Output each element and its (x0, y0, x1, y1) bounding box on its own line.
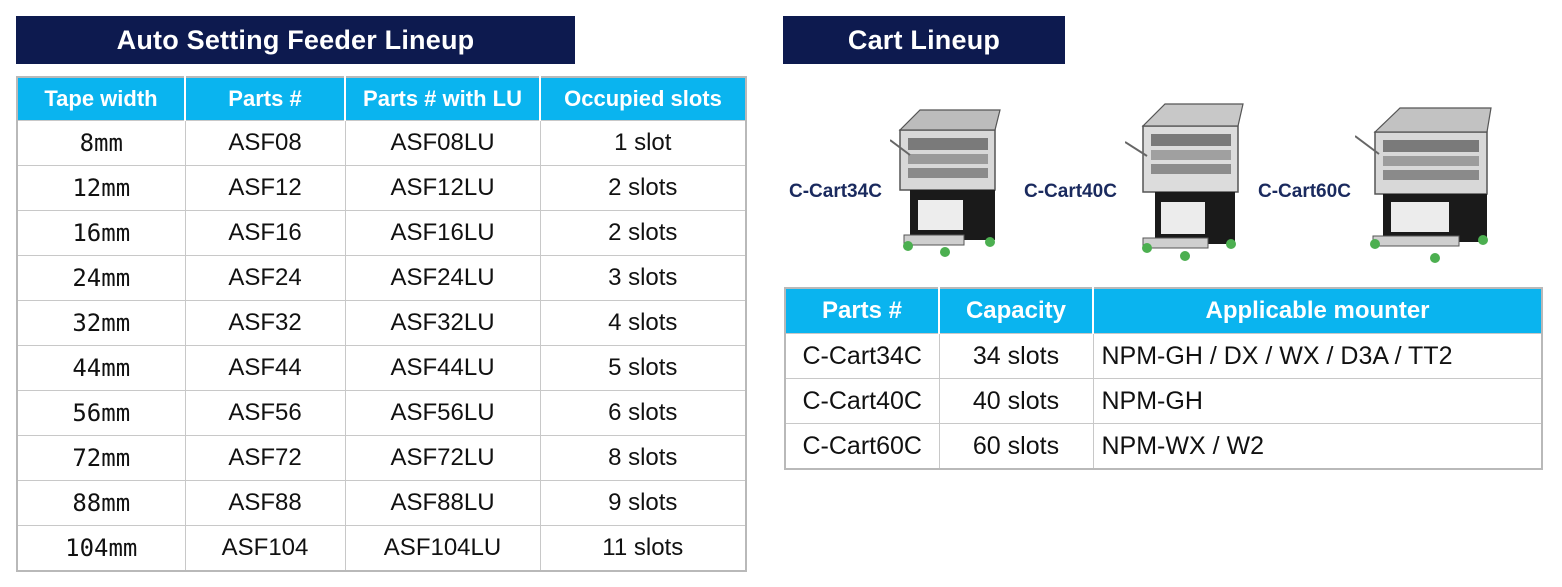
parts-lu-cell: ASF88LU (344, 480, 541, 526)
table-row: 32mm ASF32 ASF32LU 4 slots (16, 300, 747, 346)
header-applicable-mounter: Applicable mounter (1093, 288, 1542, 334)
table-row: 56mm ASF56 ASF56LU 6 slots (16, 390, 747, 436)
capacity-cell: 40 slots (938, 378, 1094, 424)
parts-lu-cell: ASF16LU (344, 210, 541, 256)
cart-60c-label: C-Cart60C (1258, 181, 1351, 202)
tape-width-cell: 24mm (16, 255, 186, 301)
table-row: 44mm ASF44 ASF44LU 5 slots (16, 345, 747, 391)
cart-40c-label: C-Cart40C (1024, 181, 1117, 202)
table-row: 88mm ASF88 ASF88LU 9 slots (16, 480, 747, 526)
feeder-lineup-table: Tape width Parts # Parts # with LU Occup… (16, 76, 747, 572)
slots-cell: 1 slot (539, 120, 747, 166)
parts-lu-cell: ASF24LU (344, 255, 541, 301)
slots-cell: 2 slots (539, 165, 747, 211)
table-row: C-Cart34C 34 slots NPM-GH / DX / WX / D3… (784, 333, 1543, 379)
parts-lu-cell: ASF12LU (344, 165, 541, 211)
parts-lu-cell: ASF56LU (344, 390, 541, 436)
parts-number-cell: ASF44 (184, 345, 346, 391)
mounter-cell: NPM-GH / DX / WX / D3A / TT2 (1092, 333, 1543, 379)
header-tape-width: Tape width (17, 77, 186, 121)
cart-34c-image (890, 109, 1001, 257)
tape-width-cell: 8mm (16, 120, 186, 166)
header-parts-number-with-lu: Parts # with LU (345, 77, 541, 121)
cart-60c-image (1355, 107, 1492, 263)
tape-width-cell: 32mm (16, 300, 186, 346)
feeder-lineup-title: Auto Setting Feeder Lineup (16, 16, 575, 64)
slots-cell: 6 slots (539, 390, 747, 436)
tape-width-cell: 16mm (16, 210, 186, 256)
tape-width-cell: 12mm (16, 165, 186, 211)
parts-number-cell: ASF88 (184, 480, 346, 526)
table-row: C-Cart60C 60 slots NPM-WX / W2 (784, 423, 1543, 470)
header-cart-parts-number: Parts # (785, 288, 940, 334)
tape-width-cell: 56mm (16, 390, 186, 436)
table-row: 12mm ASF12 ASF12LU 2 slots (16, 165, 747, 211)
table-row: 72mm ASF72 ASF72LU 8 slots (16, 435, 747, 481)
parts-number-cell: ASF16 (184, 210, 346, 256)
table-row: 16mm ASF16 ASF16LU 2 slots (16, 210, 747, 256)
parts-lu-cell: ASF32LU (344, 300, 541, 346)
parts-lu-cell: ASF104LU (344, 525, 541, 572)
slots-cell: 2 slots (539, 210, 747, 256)
tape-width-cell: 104mm (16, 525, 186, 572)
slots-cell: 5 slots (539, 345, 747, 391)
header-capacity: Capacity (939, 288, 1094, 334)
parts-number-cell: ASF56 (184, 390, 346, 436)
feeder-header-row: Tape width Parts # Parts # with LU Occup… (17, 77, 746, 121)
header-occupied-slots: Occupied slots (540, 77, 746, 121)
table-row: 24mm ASF24 ASF24LU 3 slots (16, 255, 747, 301)
parts-number-cell: ASF72 (184, 435, 346, 481)
slots-cell: 3 slots (539, 255, 747, 301)
parts-lu-cell: ASF08LU (344, 120, 541, 166)
tape-width-cell: 72mm (16, 435, 186, 481)
cart-parts-number-cell: C-Cart34C (784, 333, 940, 379)
slots-cell: 8 slots (539, 435, 747, 481)
cart-lineup-table: Parts # Capacity Applicable mounter C-Ca… (784, 287, 1543, 470)
cart-parts-number-cell: C-Cart40C (784, 378, 940, 424)
parts-lu-cell: ASF72LU (344, 435, 541, 481)
table-row: 104mm ASF104 ASF104LU 11 slots (16, 525, 747, 572)
parts-lu-cell: ASF44LU (344, 345, 541, 391)
parts-number-cell: ASF12 (184, 165, 346, 211)
mounter-cell: NPM-GH (1092, 378, 1543, 424)
slots-cell: 9 slots (539, 480, 747, 526)
cart-40c-image (1125, 103, 1244, 261)
mounter-cell: NPM-WX / W2 (1092, 423, 1543, 470)
parts-number-cell: ASF104 (184, 525, 346, 572)
capacity-cell: 34 slots (938, 333, 1094, 379)
capacity-cell: 60 slots (938, 423, 1094, 470)
parts-number-cell: ASF08 (184, 120, 346, 166)
parts-number-cell: ASF32 (184, 300, 346, 346)
table-row: 8mm ASF08 ASF08LU 1 slot (16, 120, 747, 166)
tape-width-cell: 44mm (16, 345, 186, 391)
table-row: C-Cart40C 40 slots NPM-GH (784, 378, 1543, 424)
cart-34c-label: C-Cart34C (789, 181, 882, 202)
slots-cell: 4 slots (539, 300, 747, 346)
tape-width-cell: 88mm (16, 480, 186, 526)
parts-number-cell: ASF24 (184, 255, 346, 301)
slots-cell: 11 slots (539, 525, 747, 572)
header-parts-number: Parts # (185, 77, 346, 121)
cart-parts-number-cell: C-Cart60C (784, 423, 940, 470)
cart-header-row: Parts # Capacity Applicable mounter (785, 288, 1542, 334)
cart-lineup-title: Cart Lineup (783, 16, 1065, 64)
